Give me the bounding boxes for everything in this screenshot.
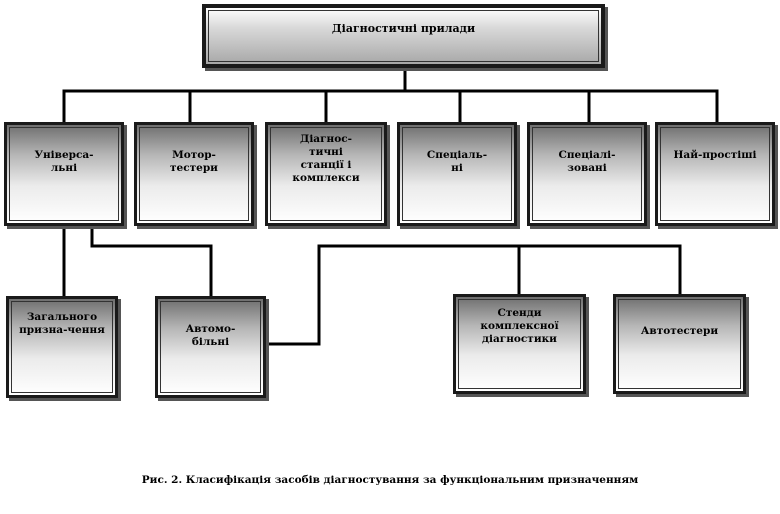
category-label: Спеціаль- ні: [426, 149, 488, 174]
subcategory-label: Стенди комплексної діагностики: [480, 307, 559, 345]
figure-caption: Рис. 2. Класифікація засобів діагностува…: [141, 474, 639, 486]
subcategory-automotive: Автомо- більні: [155, 296, 266, 398]
subcategory-label: Автотестери: [640, 325, 719, 337]
root-node-diagnostic-devices: Діагностичні прилади: [202, 4, 605, 68]
subcategory-label: Загального призна-чення: [19, 311, 105, 336]
category-label: Мотор- тестери: [170, 149, 218, 174]
category-label: Най-простіші: [673, 149, 757, 161]
category-simplest: Най-простіші: [655, 122, 775, 226]
connector-automotive-bus: [264, 244, 682, 346]
category-diagnostic-stations: Діагнос- тичні станції і комплекси: [265, 122, 387, 226]
connector-to-automotive: [90, 224, 213, 298]
subcategory-autotesters: Автотестери: [613, 294, 746, 394]
subcategory-complex-stands: Стенди комплексної діагностики: [453, 294, 586, 394]
category-label: Спеціалі- зовані: [558, 149, 616, 174]
category-motor-testers: Мотор- тестери: [134, 122, 254, 226]
category-label: Діагнос- тичні станції і комплекси: [292, 133, 360, 184]
category-special: Спеціаль- ні: [397, 122, 517, 226]
subcategory-general-purpose: Загального призна-чення: [6, 296, 118, 398]
root-node-label: Діагностичні прилади: [331, 22, 476, 35]
category-universal: Універса- льні: [4, 122, 124, 226]
subcategory-label: Автомо- більні: [185, 323, 236, 348]
category-specialized: Спеціалі- зовані: [527, 122, 647, 226]
category-label: Універса- льні: [34, 149, 94, 174]
